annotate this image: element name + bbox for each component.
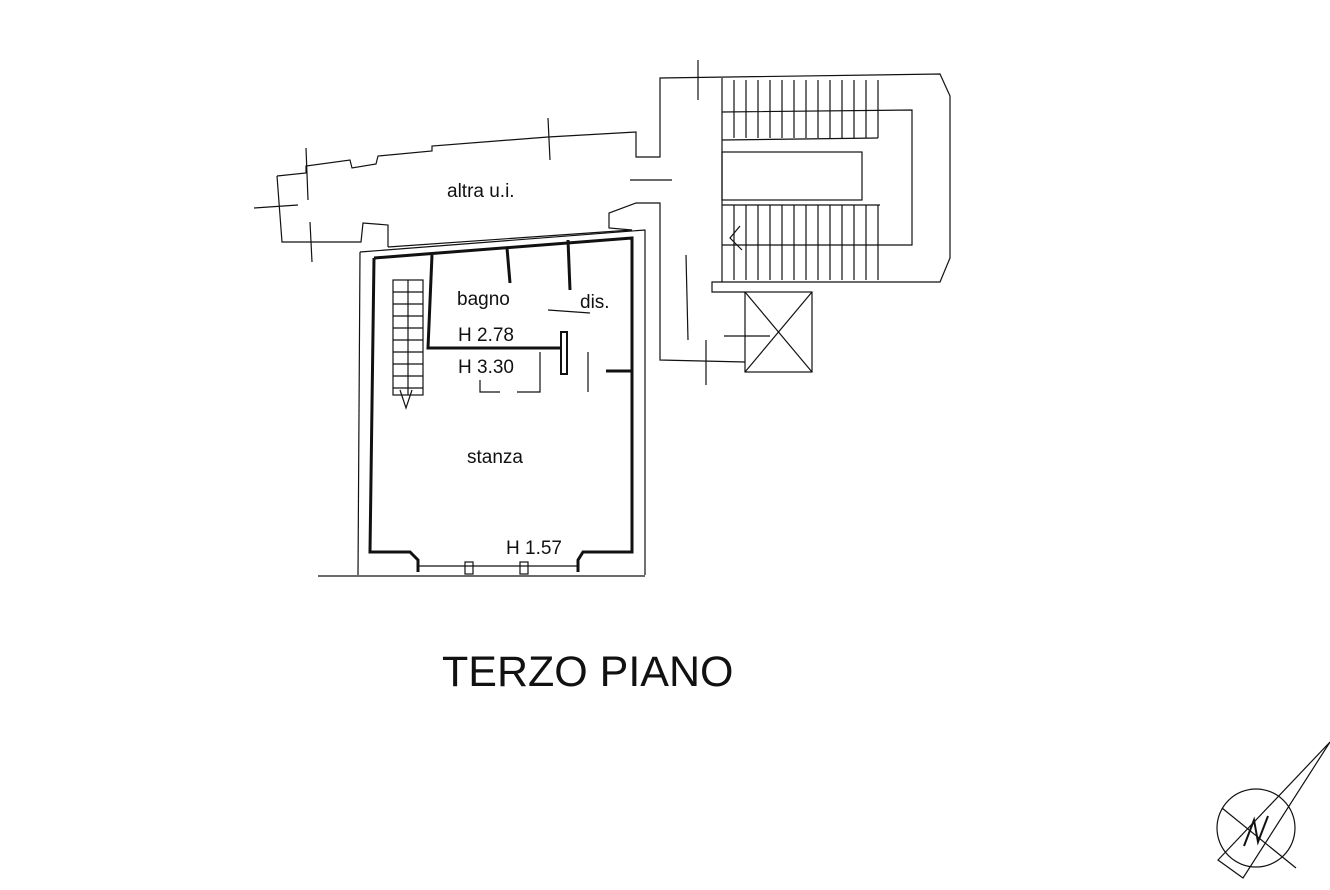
common-staircase bbox=[721, 78, 913, 282]
height-room-lower: H 1.57 bbox=[506, 538, 562, 559]
label-bathroom: bagno bbox=[457, 289, 510, 310]
height-bathroom: H 2.78 bbox=[458, 325, 514, 346]
apartment-walls bbox=[318, 229, 646, 577]
interior-stair-steps bbox=[393, 291, 423, 389]
label-other-unit: altra u.i. bbox=[447, 181, 515, 202]
elevator-shaft bbox=[744, 291, 813, 373]
label-hallway: dis. bbox=[580, 292, 610, 313]
floor-title: TERZO PIANO bbox=[442, 648, 733, 696]
other-unit-outline bbox=[253, 60, 951, 385]
label-room: stanza bbox=[467, 447, 523, 468]
height-room-upper: H 3.30 bbox=[458, 357, 514, 378]
north-arrow-icon bbox=[1216, 741, 1330, 879]
